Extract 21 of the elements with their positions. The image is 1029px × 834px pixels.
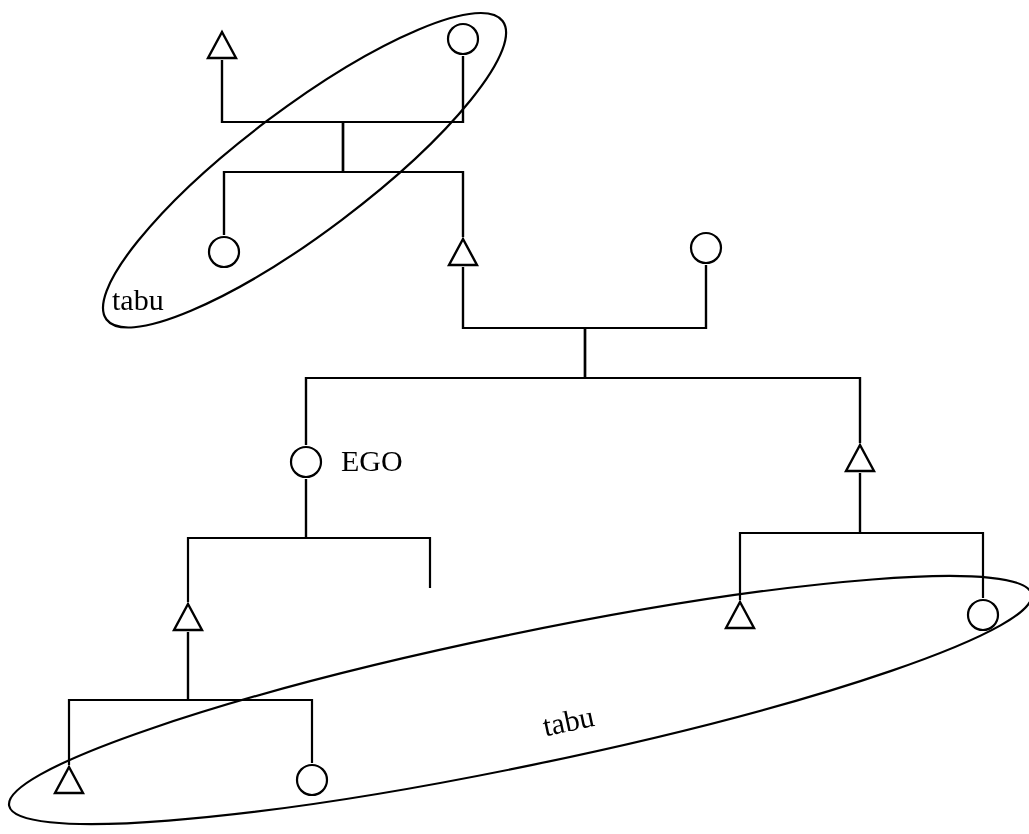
circle-symbol xyxy=(295,763,329,797)
circle-symbol xyxy=(289,445,323,479)
triangle-symbol xyxy=(447,237,479,267)
ellipse-label: tabu xyxy=(540,701,597,742)
triangle-symbol xyxy=(172,602,204,632)
node-caption: EGO xyxy=(341,446,403,476)
triangle-symbol xyxy=(724,600,756,630)
kinship-line xyxy=(341,56,465,237)
kinship-line xyxy=(186,632,314,763)
enclosing-ellipse xyxy=(100,9,510,331)
circle-symbol xyxy=(689,231,723,265)
circle-symbol xyxy=(446,22,480,56)
circle-symbol xyxy=(966,598,1000,632)
kinship-line xyxy=(583,265,862,443)
ellipse-label: tabu xyxy=(112,285,164,315)
triangle-symbol xyxy=(844,443,876,473)
circle-symbol xyxy=(207,235,241,269)
kinship-line xyxy=(858,473,985,598)
triangle-symbol xyxy=(53,765,85,795)
kinship-line xyxy=(304,479,432,588)
triangle-symbol xyxy=(206,30,238,60)
